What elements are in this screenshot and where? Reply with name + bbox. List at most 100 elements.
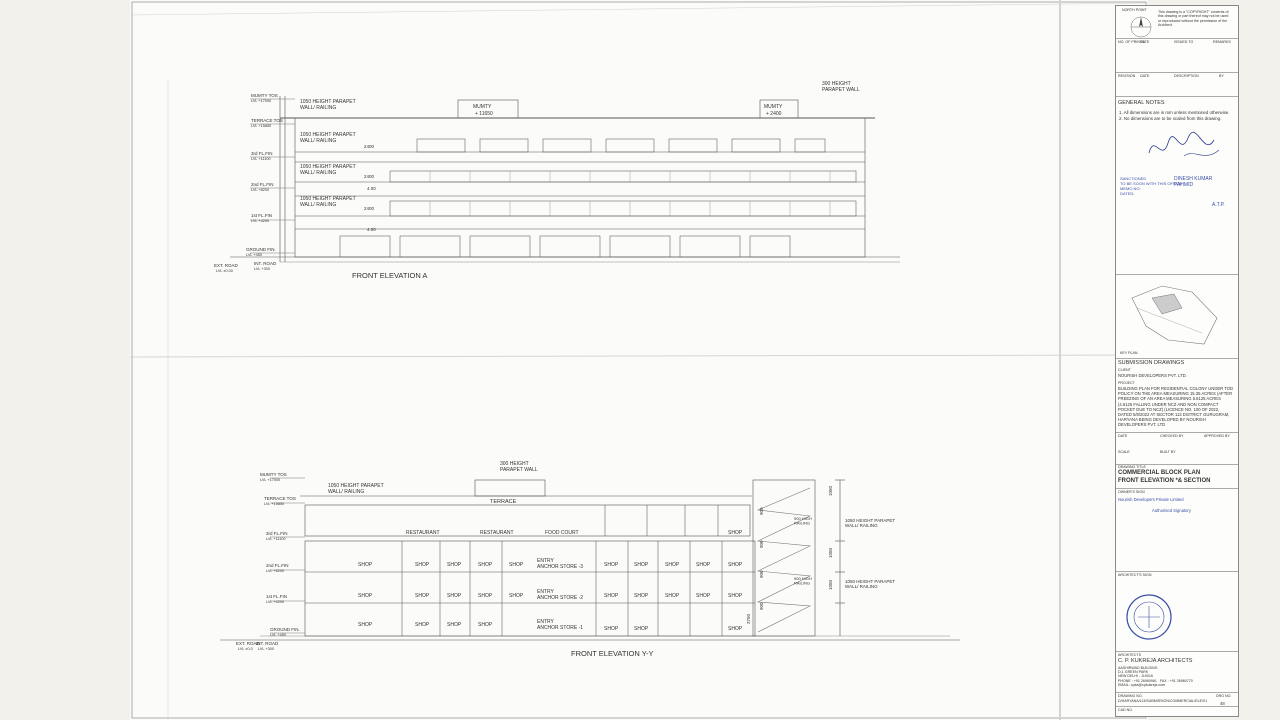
architect-name: C. P. KUKREJA ARCHITECTS (1118, 658, 1193, 664)
project-description: BUILDING PLAN FOR RESIDENTIAL COLONY UND… (1118, 386, 1234, 428)
svg-text:INT. ROAD: INT. ROAD (254, 261, 277, 266)
svg-text:TERRACE TOS: TERRACE TOS (251, 118, 283, 123)
svg-text:RESTAURANT: RESTAURANT (406, 530, 440, 536)
north-arrow-icon (1130, 16, 1152, 38)
svg-text:LVL +15850: LVL +15850 (264, 502, 284, 506)
svg-text:4.00: 4.00 (367, 227, 376, 232)
terrace-label: TERRACE (490, 499, 517, 505)
svg-text:SHOP: SHOP (728, 626, 743, 632)
svg-text:TERRACE TOS: TERRACE TOS (264, 496, 296, 501)
svg-text:SHOP: SHOP (478, 593, 493, 599)
svg-text:LVL +15850: LVL +15850 (251, 124, 271, 128)
svg-text:LVL +17000: LVL +17000 (260, 478, 280, 482)
svg-text:2400: 2400 (364, 174, 375, 179)
svg-text:SHOP: SHOP (634, 562, 649, 568)
svg-text:LVL +450: LVL +450 (270, 633, 286, 637)
svg-text:SHOP: SHOP (728, 593, 743, 599)
copyright-note: This drawing is a "COPYRIGHT" contents o… (1158, 10, 1229, 28)
north-point-label: NORTH POINT (1122, 8, 1147, 12)
svg-text:LVL +11100: LVL +11100 (266, 537, 286, 541)
svg-text:2nd FL.FIN: 2nd FL.FIN (251, 182, 274, 187)
svg-text:SHOP: SHOP (696, 593, 711, 599)
svg-text:SHOP: SHOP (696, 562, 711, 568)
svg-text:LVL +11100: LVL +11100 (251, 157, 271, 161)
signature-scribble-icon (1148, 131, 1220, 157)
elevation-a (230, 96, 900, 263)
svg-text:LVL +4200: LVL +4200 (251, 219, 269, 223)
svg-text:EXT. ROAD: EXT. ROAD (214, 263, 239, 268)
drawing-title: COMMERCIAL BLOCK PLAN (1118, 470, 1201, 476)
svg-text:1050: 1050 (828, 579, 833, 590)
svg-text:SHOP: SHOP (478, 622, 493, 628)
svg-text:SHOP: SHOP (634, 593, 649, 599)
svg-text:4.00: 4.00 (367, 186, 376, 191)
submission-heading: SUBMISSION DRAWINGS (1118, 360, 1185, 366)
title-block: NORTH POINT This drawing is a "COPYRIGHT… (1115, 5, 1239, 717)
svg-text:SHOP: SHOP (634, 626, 649, 632)
svg-text:RESTAURANT: RESTAURANT (480, 530, 514, 536)
svg-text:2400: 2400 (364, 206, 375, 211)
svg-text:SHOP: SHOP (415, 562, 430, 568)
svg-text:SHOP: SHOP (358, 622, 373, 628)
svg-text:LVL +450: LVL +450 (246, 253, 262, 257)
svg-text:2400: 2400 (364, 144, 375, 149)
drawing-canvas: MUMTY TOS LVL +17000 TERRACE TOS LVL +15… (130, 0, 1148, 720)
svg-text:+ 11650: + 11650 (475, 111, 493, 117)
svg-text:900: 900 (759, 507, 764, 515)
note-2: 2. No dimensions are to be scaled from t… (1119, 116, 1222, 121)
svg-text:SHOP: SHOP (604, 626, 619, 632)
svg-text:+ 2400: + 2400 (766, 111, 782, 117)
drawing-sheet: MUMTY TOS LVL +17000 TERRACE TOS LVL +15… (130, 0, 1239, 720)
svg-text:LVL ±0.00: LVL ±0.00 (216, 269, 233, 273)
svg-text:SHOP: SHOP (728, 562, 743, 568)
signatory-stamp: DINESH KUMAR PAHMID (1174, 176, 1213, 188)
svg-text:INT. ROAD: INT. ROAD (256, 641, 279, 646)
svg-text:2nd FL.FIN: 2nd FL.FIN (266, 563, 289, 568)
svg-text:1050: 1050 (828, 485, 833, 496)
svg-text:SHOP: SHOP (447, 562, 462, 568)
svg-text:900: 900 (759, 602, 764, 610)
svg-text:SHOP: SHOP (415, 593, 430, 599)
sanction-stamp: SANCTIONED TO BE SOON WITH THIS OFFICE M… (1120, 176, 1183, 196)
svg-text:1st FL.FIN: 1st FL.FIN (266, 594, 287, 599)
svg-text:EXT. ROAD: EXT. ROAD (236, 641, 261, 646)
svg-text:900: 900 (759, 540, 764, 548)
svg-text:LVL +4200: LVL +4200 (266, 600, 284, 604)
svg-text:SHOP: SHOP (358, 562, 373, 568)
svg-text:SHOP: SHOP (604, 593, 619, 599)
svg-text:LVL ±0.0: LVL ±0.0 (238, 647, 253, 651)
svg-text:LVL +300: LVL +300 (254, 267, 270, 271)
svg-text:SHOP: SHOP (358, 593, 373, 599)
elevation-a-title: FRONT ELEVATION A (352, 271, 427, 280)
elevation-yy-title: FRONT ELEVATION Y-Y (571, 649, 654, 658)
architect-seal-icon (1126, 594, 1172, 640)
elevation-yy (220, 477, 960, 641)
client-name: NOURISH DEVELOPERS PVT. LTD. (1118, 373, 1187, 378)
svg-text:1050: 1050 (828, 547, 833, 558)
svg-text:SHOP: SHOP (665, 593, 680, 599)
svg-text:3750: 3750 (746, 613, 751, 624)
svg-text:SHOP: SHOP (415, 622, 430, 628)
general-notes-heading: GENERAL NOTES (1118, 100, 1165, 106)
svg-text:1st FL.FIN: 1st FL.FIN (251, 213, 272, 218)
svg-text:SHOP: SHOP (509, 562, 524, 568)
svg-text:LVL +300: LVL +300 (258, 647, 274, 651)
svg-text:SHOP: SHOP (447, 622, 462, 628)
mumty-label: MUMTY (473, 104, 492, 110)
svg-text:SHOP: SHOP (509, 593, 524, 599)
svg-text:SHOP: SHOP (447, 593, 462, 599)
svg-text:GROUND FIN.: GROUND FIN. (270, 627, 300, 632)
svg-text:FOOD COURT: FOOD COURT (545, 530, 579, 536)
svg-text:SHOP: SHOP (728, 530, 743, 536)
architect-address: AASHIRWAD BUILDING D-1 GREEN PARK NEW DE… (1118, 666, 1193, 687)
